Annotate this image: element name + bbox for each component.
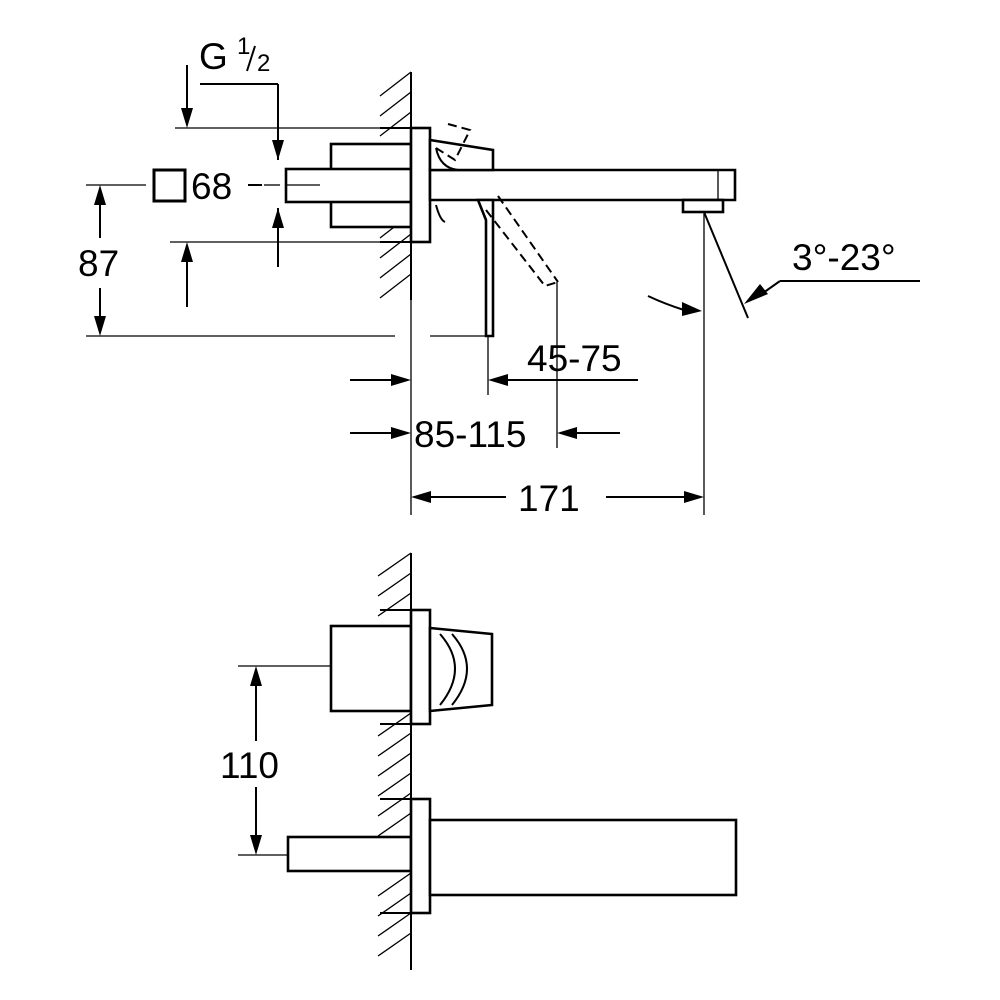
aerator	[681, 198, 725, 214]
handle-offset-label: 110	[220, 745, 279, 786]
mixer-body	[329, 624, 413, 713]
wall-hatching-bottom	[377, 552, 412, 970]
cover-plate	[409, 126, 432, 244]
thread-g-label: G	[199, 36, 228, 77]
spout-cover-plate	[409, 797, 432, 915]
handle	[428, 138, 495, 172]
square-symbol-icon	[152, 168, 187, 203]
handle-lever	[476, 198, 495, 338]
spout-front	[428, 818, 738, 897]
front-elevation-view: 110	[214, 552, 738, 970]
wall-depth-a-label: 45-75	[527, 338, 622, 379]
wall-depth-b-label: 85-115	[414, 414, 526, 455]
side-elevation-view: G 1 2 68 87 45-7	[72, 33, 920, 519]
spray-angle-label: 3°-23°	[792, 237, 896, 278]
rosette-size-label: 68	[191, 166, 232, 207]
projection-label: 171	[518, 478, 580, 519]
handle-range-down	[485, 195, 559, 288]
spout-connection	[286, 835, 413, 873]
thread-denominator: 2	[257, 50, 270, 77]
mixer-handle	[428, 626, 494, 713]
mixer-cover-plate	[409, 608, 432, 726]
thread-numerator: 1	[237, 33, 250, 60]
outlet-height-label: 87	[78, 243, 119, 284]
spout	[428, 168, 737, 202]
